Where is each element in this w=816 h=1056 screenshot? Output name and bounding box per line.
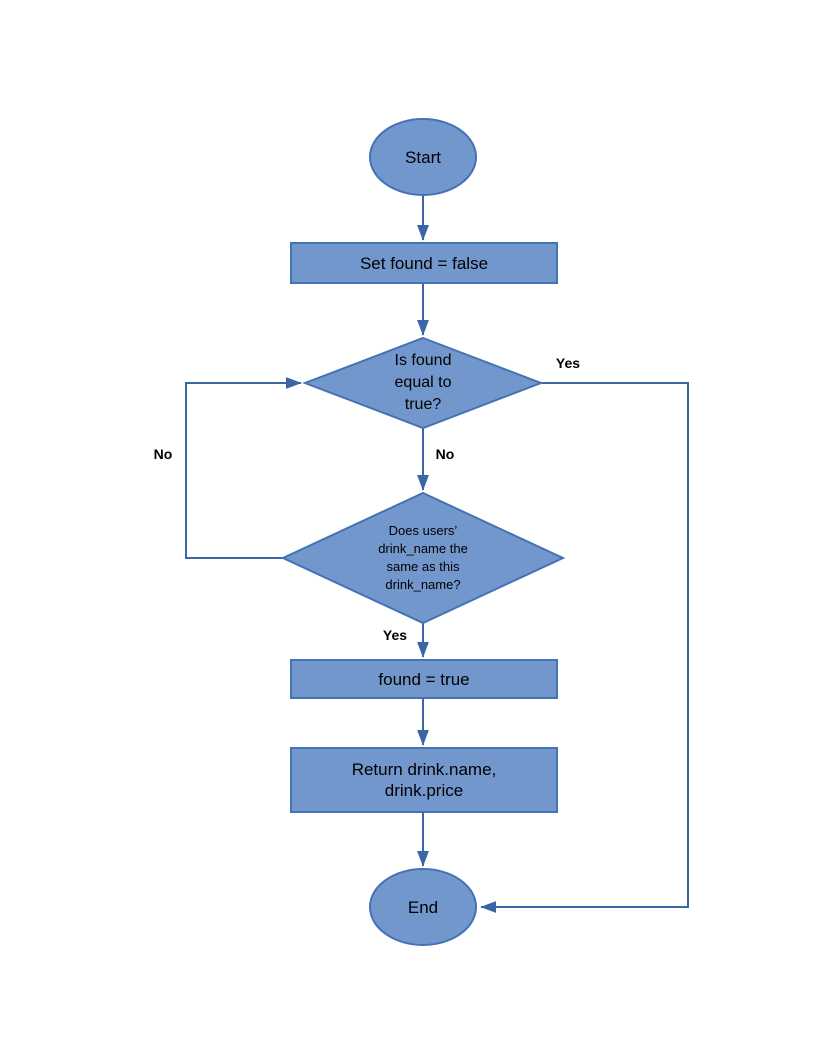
drink-match-decision-shape <box>280 491 566 625</box>
is-found-decision-shape <box>302 336 544 430</box>
connector-drink-match-no-to-is-found <box>185 377 302 559</box>
start-terminator-shape <box>369 118 477 196</box>
connector-is-found-yes-to-end <box>480 382 689 913</box>
return-process-shape <box>290 747 558 813</box>
set-found-process-shape <box>290 242 558 284</box>
found-true-process-shape <box>290 659 558 699</box>
end-terminator-shape <box>369 868 477 946</box>
